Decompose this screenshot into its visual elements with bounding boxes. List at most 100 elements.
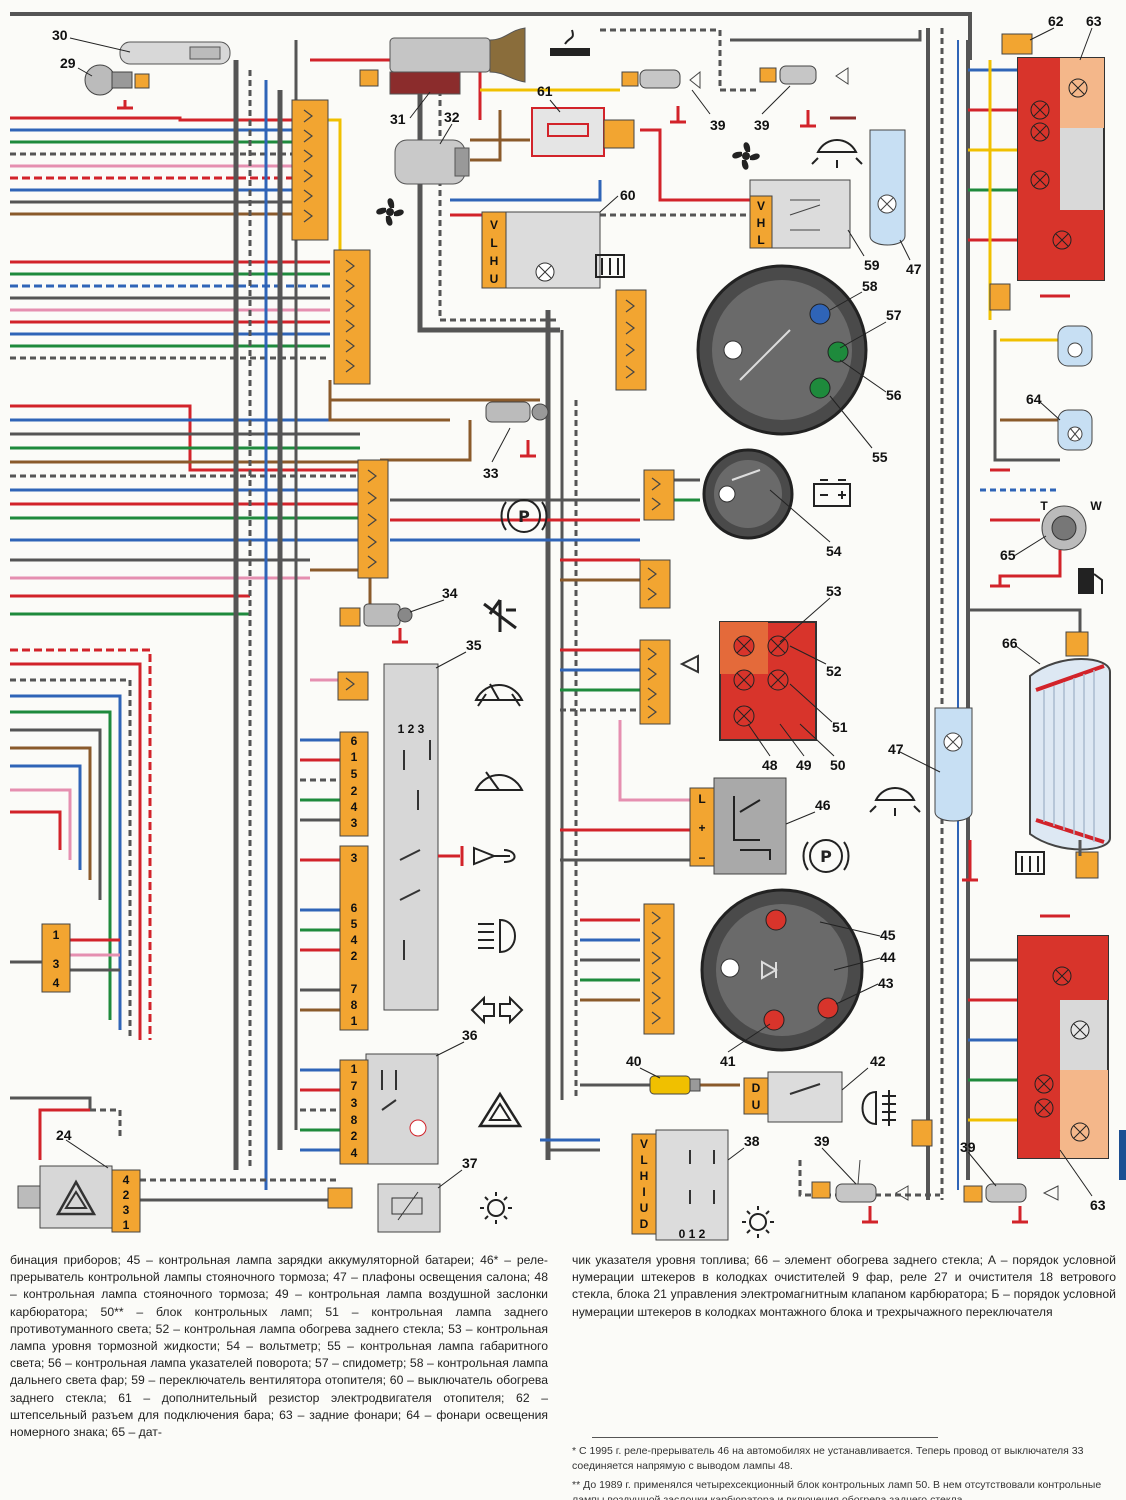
callout-label: 65	[1000, 547, 1016, 563]
callout-label: 63	[1090, 1197, 1106, 1213]
component-61-resistor	[531, 107, 635, 157]
callout-label: 44	[880, 949, 896, 965]
switch-positions: 0 1 2	[679, 1227, 706, 1241]
component-40-sensor	[649, 1075, 701, 1095]
component-50-lamp-block	[719, 621, 817, 741]
wiper-washer-icon	[474, 683, 524, 707]
pin-label: 3	[53, 957, 60, 971]
component-24-relay: 4 2 3 1	[17, 1165, 141, 1233]
callout-label: 51	[832, 719, 848, 735]
horn-icon	[473, 846, 516, 866]
pin-label: V	[757, 199, 765, 213]
callout-label: 49	[796, 757, 812, 773]
callout-label: 47	[888, 741, 904, 757]
callout-label: 30	[52, 27, 68, 43]
pin-label: D	[752, 1081, 761, 1095]
pin-label: 4	[351, 933, 358, 947]
component-44-gauge	[700, 888, 864, 1052]
parking-brake-icon: P	[500, 499, 548, 533]
pin-label: 3	[123, 1203, 130, 1217]
pin-label: V	[490, 218, 498, 232]
callout-label: 41	[720, 1053, 736, 1069]
pin-label: 8	[351, 1113, 358, 1127]
callout-label: 39	[754, 117, 770, 133]
tail-lamp-wiring	[968, 60, 1082, 1122]
callout-label: 36	[462, 1027, 478, 1043]
callout-label: 53	[826, 583, 842, 599]
pin-label: 3	[351, 851, 358, 865]
left-wire-bundle	[10, 116, 360, 1110]
cigarette-icon	[550, 29, 590, 56]
pin-label: 4	[53, 976, 60, 990]
component-33-switch	[485, 401, 549, 458]
component-37-rheostat	[377, 1183, 441, 1233]
component-46-relay: L + −	[689, 777, 787, 875]
interior-light-icon	[811, 139, 863, 168]
connector-chevrons	[303, 109, 661, 1025]
callout-label: 59	[864, 257, 880, 273]
footnote-2: ** До 1989 г. применялся четырехсекционн…	[572, 1479, 1102, 1500]
callout-label: 32	[444, 109, 460, 125]
component-66-rear-heater	[1029, 658, 1111, 856]
turn-signal-icon	[470, 995, 524, 1025]
component-65-fuel-sensor: T W	[990, 499, 1102, 588]
fan-icon	[376, 198, 404, 226]
component-47-ceiling-lamp-bottom	[934, 707, 973, 822]
pin-label: 4	[123, 1173, 130, 1187]
callout-label: 50	[830, 757, 846, 773]
callout-label: 43	[878, 975, 894, 991]
instrument-light-icon	[480, 1192, 512, 1224]
pin-label: I	[642, 1185, 645, 1199]
pin-label: 1	[123, 1218, 130, 1232]
callout-label: 39	[814, 1133, 830, 1149]
pin-label: +	[698, 821, 705, 835]
fan-icon	[732, 142, 760, 170]
pin-label: 7	[351, 982, 358, 996]
callout-label: 46	[815, 797, 831, 813]
callout-labels: 30 29 31 32 61 60 39 39 62 63 59 47 58 5…	[52, 13, 1106, 1213]
pin-label: L	[490, 236, 497, 250]
component-59-switch: V H L	[749, 179, 851, 249]
left-connector: 1 3 4	[10, 923, 71, 993]
callout-label: 63	[1086, 13, 1102, 29]
wiring-diagram: V L H U V H L	[10, 12, 1111, 1241]
pin-label: L	[757, 233, 764, 247]
pin-label: 1	[351, 1014, 358, 1028]
svg-text:P: P	[518, 507, 530, 526]
svg-text:P: P	[820, 847, 832, 866]
pin-label: W	[1090, 499, 1102, 513]
pin-label: 6	[351, 901, 358, 915]
callout-label: 48	[762, 757, 778, 773]
callout-label: 56	[886, 387, 902, 403]
callout-label: 47	[906, 261, 922, 277]
component-42-switch: D U	[743, 1071, 843, 1123]
callout-label: 66	[1002, 635, 1018, 651]
pin-label: 4	[351, 1146, 358, 1160]
component-35-stalk-switch: 1 2 3 6 1 5 2 4 3 3 6 5 4 2 7 8 1	[339, 663, 464, 1031]
callout-label: 24	[56, 1127, 72, 1143]
callout-label: 37	[462, 1155, 478, 1171]
wiper-icon	[474, 771, 524, 791]
component-39-door-switch-b	[759, 65, 849, 128]
pin-label: −	[698, 851, 705, 865]
caption-left-column: бинация приборов; 45 – контрольная лампа…	[10, 1253, 548, 1440]
component-60-switch: V L H U	[481, 211, 601, 289]
callout-label: 42	[870, 1053, 886, 1069]
pin-label: 1	[351, 750, 358, 764]
component-47-ceiling-lamp-top	[869, 129, 906, 246]
pin-label: U	[640, 1201, 649, 1215]
callout-label: 55	[872, 449, 888, 465]
pin-label: 7	[351, 1079, 358, 1093]
switch-positions: 1 2 3	[398, 722, 425, 736]
pin-label: H	[757, 216, 766, 230]
component-36-hazard-switch: 1 7 3 8 2 4	[339, 1053, 439, 1165]
pin-label: 5	[351, 767, 358, 781]
component-34-sensor	[363, 603, 413, 644]
pin-label: V	[640, 1137, 648, 1151]
component-39-door-switch-d	[985, 1183, 1059, 1224]
pin-label: 4	[351, 800, 358, 814]
component-38-light-switch: V L H I U D 0 1 2	[631, 1129, 729, 1241]
component-29-switch	[84, 64, 150, 110]
callout-label: 64	[1026, 391, 1042, 407]
